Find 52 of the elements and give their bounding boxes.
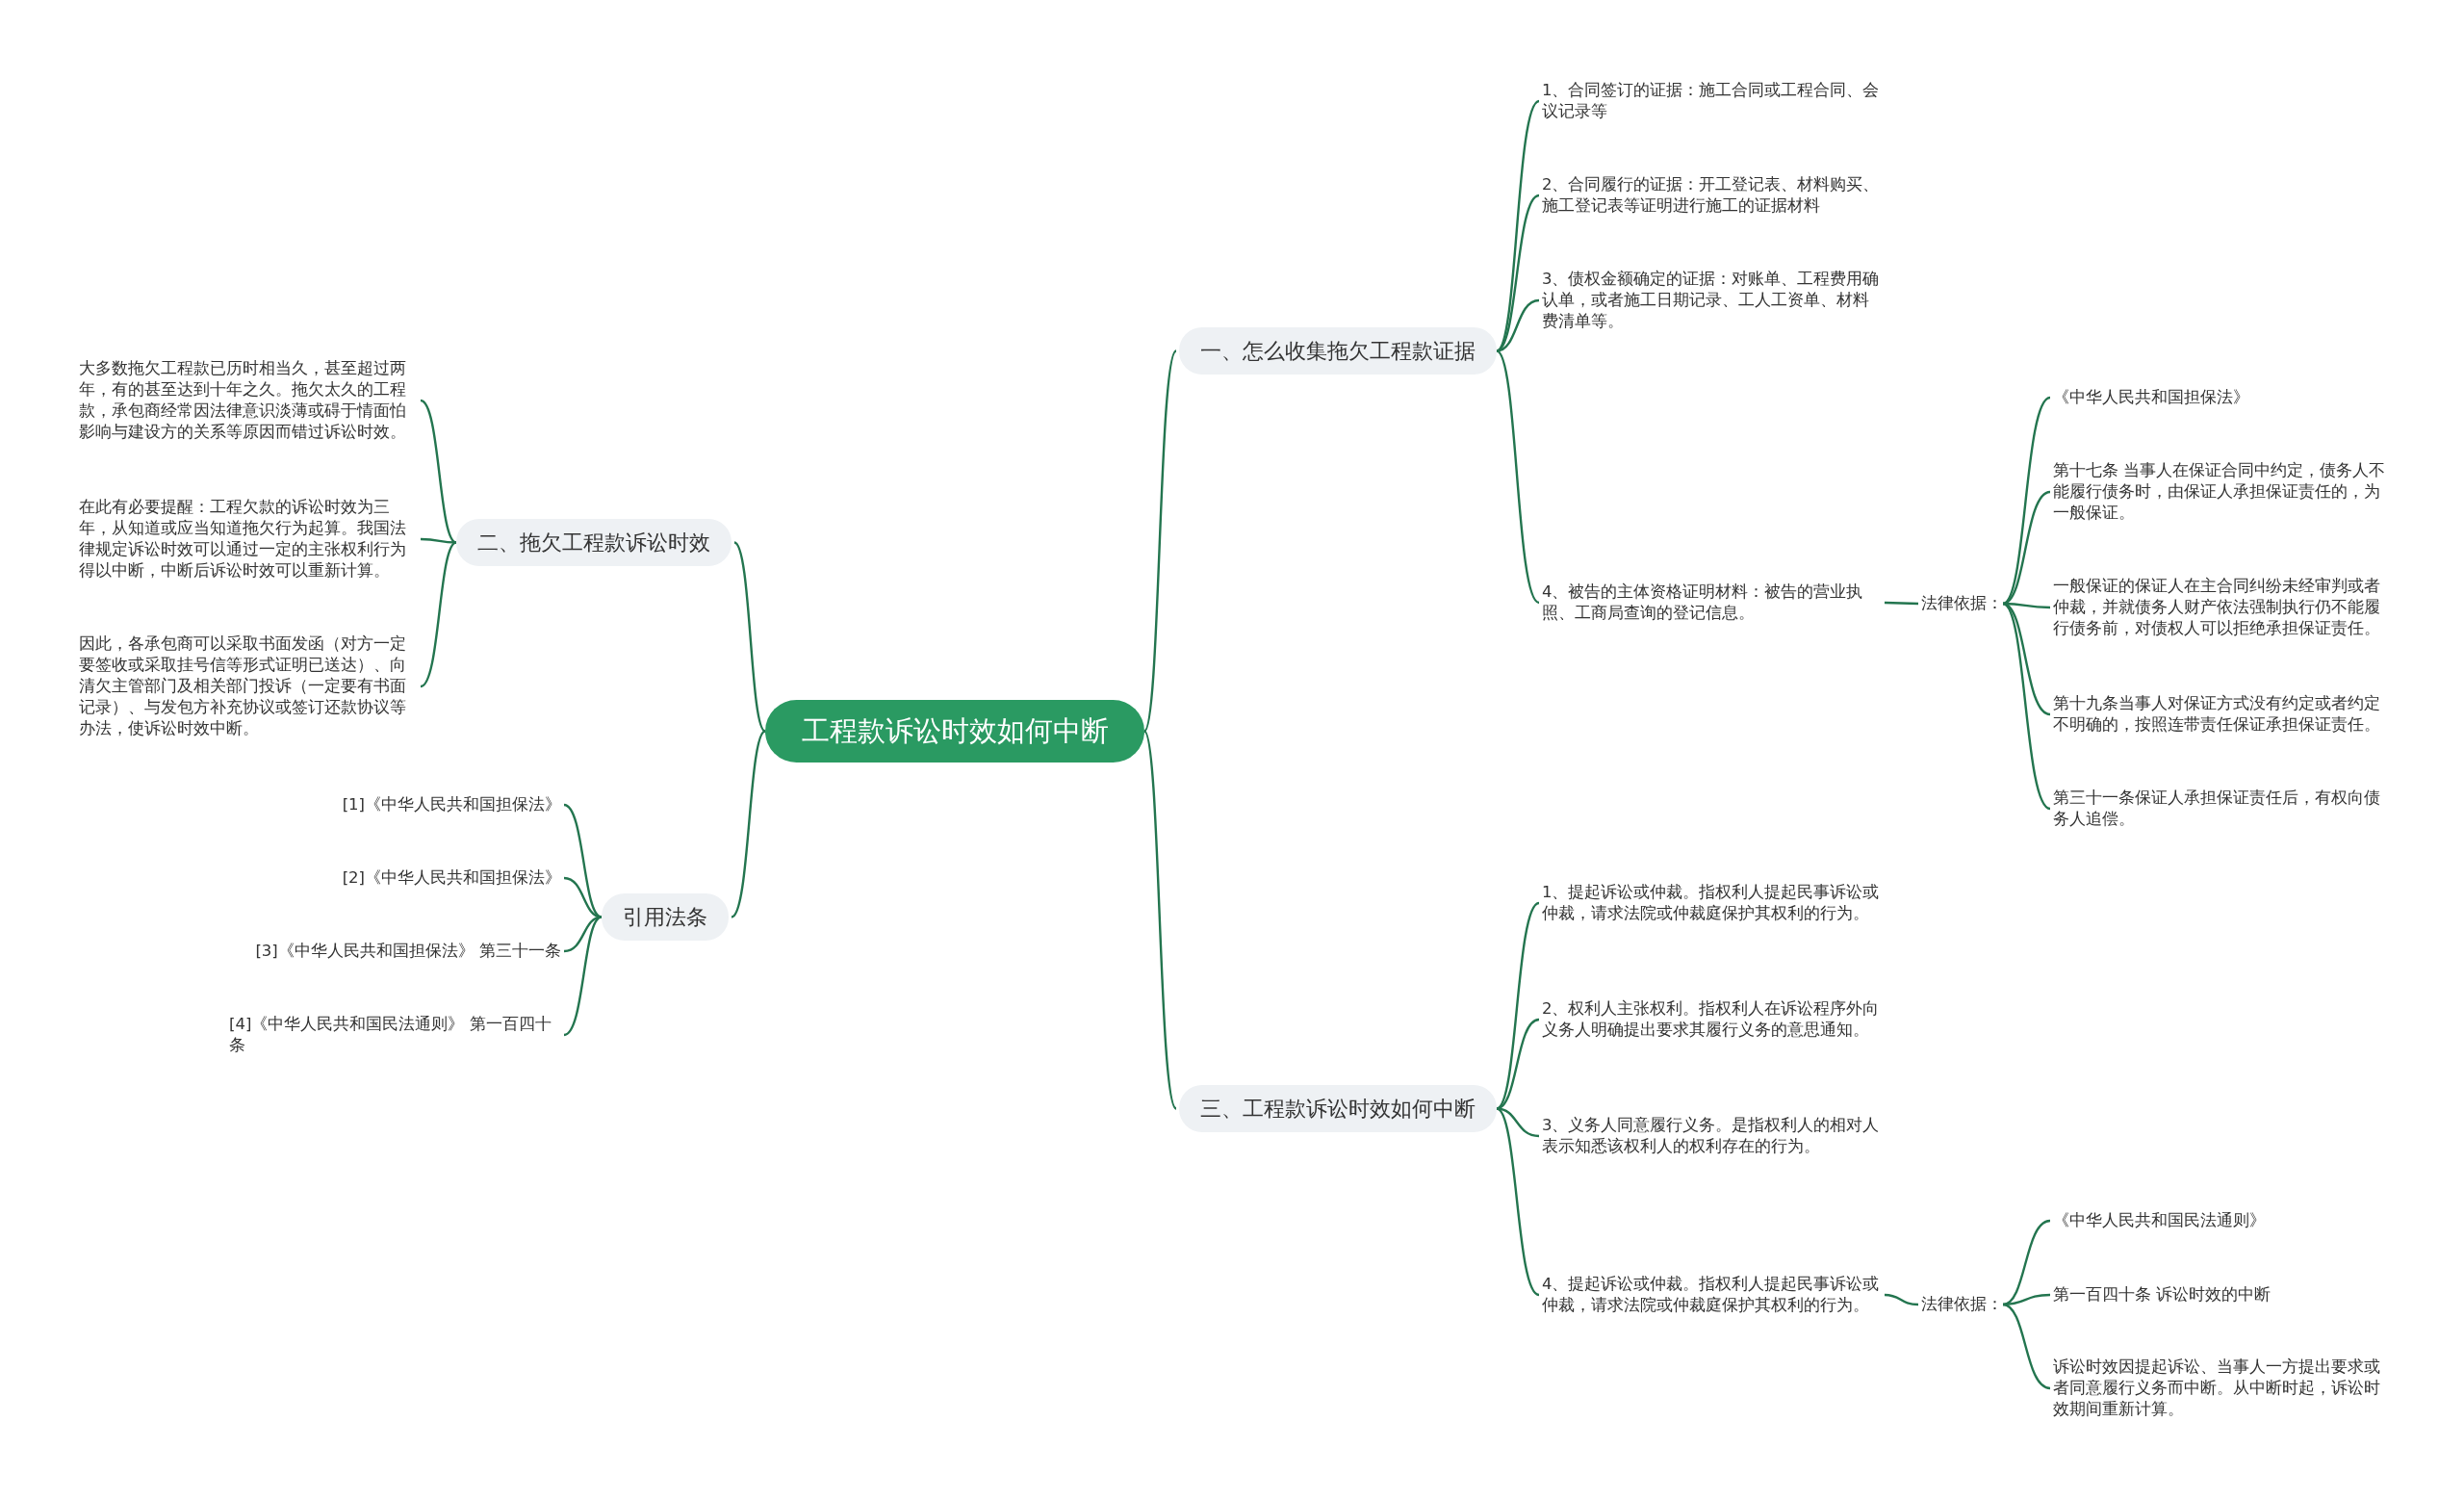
central-topic-box: 工程款诉讼时效如何中断 (765, 700, 1144, 762)
note-text: [4]《中华人民共和国民法通则》 第一百四十条 (229, 1014, 561, 1056)
connector-line (2002, 1303, 2051, 1390)
note-text: 第十九条当事人对保证方式没有约定或者约定不明确的，按照连带责任保证承担保证责任。 (2053, 693, 2395, 736)
note-text: 第十七条 当事人在保证合同中约定，债务人不能履行债务时，由保证人承担保证责任的，为一般保证。 (2053, 460, 2395, 524)
connector-line (1142, 349, 1178, 733)
note-text: [1]《中华人民共和国担保法》 (224, 794, 561, 815)
label-text: 法律依据： (1921, 1294, 2003, 1315)
connector-line (563, 916, 603, 1037)
connector-line (1142, 730, 1178, 1110)
note-text: [2]《中华人民共和国担保法》 (224, 867, 561, 889)
connector-line (1884, 1293, 1919, 1306)
note-text: [3]《中华人民共和国担保法》 第三十一条 (224, 941, 561, 962)
note-text: 3、债权金额确定的证据：对账单、工程费用确认单，或者施工日期记录、工人工资单、材料费清单等。 (1542, 269, 1885, 332)
connector-line (733, 541, 766, 733)
connector-line (2002, 397, 2051, 605)
note-text: 在此有必要提醒：工程欠款的诉讼时效为三年，从知道或应当知道拖欠行为起算。我国法律规定诉讼时效可以通过一定的主张权利行为得以中断，中断后诉讼时效可以重新计算。 (79, 497, 418, 582)
connector-line (420, 400, 457, 544)
connector-line (1496, 1107, 1540, 1296)
note-text: 第三十一条保证人承担保证责任后，有权向债务人追偿。 (2053, 788, 2395, 830)
note-text: 一般保证的保证人在主合同纠纷未经审判或者仲裁，并就债务人财产依法强制执行仍不能履行债务前，对债权人可以拒绝承担保证责任。 (2053, 576, 2395, 639)
note-text: 《中华人民共和国民法通则》 (2053, 1210, 2395, 1231)
topic-box: 引用法条 (602, 893, 729, 941)
connector-line (2002, 603, 2051, 810)
connector-line (2002, 602, 2051, 716)
note-text: 2、合同履行的证据：开工登记表、材料购买、施工登记表等证明进行施工的证据材料 (1542, 174, 1885, 217)
connector-line (1496, 902, 1540, 1110)
note-text: 4、被告的主体资格证明材料：被告的营业执照、工商局查询的登记信息。 (1542, 582, 1885, 624)
topic-box: 一、怎么收集拖欠工程款证据 (1179, 327, 1497, 375)
note-text: 诉讼时效因提起诉讼、当事人一方提出要求或者同意履行义务而中断。从中断时起，诉讼时效期间重新计算。 (2053, 1357, 2395, 1420)
note-text: 1、合同签订的证据：施工合同或工程合同、会议记录等 (1542, 80, 1885, 122)
connector-line (1496, 349, 1540, 604)
note-text: 因此，各承包商可以采取书面发函（对方一定要签收或采取挂号信等形式证明已送达）、向清欠主管部门及相关部门投诉（一定要有书面记录）、与发包方补充协议或签订还款协议等办法，使诉讼时效中断。 (79, 633, 418, 739)
note-text: 《中华人民共和国担保法》 (2053, 387, 2395, 408)
note-text: 1、提起诉讼或仲裁。指权利人提起民事诉讼或仲裁，请求法院或仲裁庭保护其权利的行为。 (1542, 882, 1885, 924)
connector-line (1496, 298, 1540, 352)
note-text: 4、提起诉讼或仲裁。指权利人提起民事诉讼或仲裁，请求法院或仲裁庭保护其权利的行为。 (1542, 1274, 1885, 1316)
topic-box: 三、工程款诉讼时效如何中断 (1179, 1085, 1497, 1132)
connector-line (1496, 194, 1540, 352)
connector-line (731, 730, 766, 918)
note-text: 3、义务人同意履行义务。是指权利人的相对人表示知悉该权利人的权利存在的行为。 (1542, 1115, 1885, 1157)
note-text: 2、权利人主张权利。指权利人在诉讼程序外向义务人明确提出要求其履行义务的意思通知。 (1542, 998, 1885, 1041)
connector-line (563, 803, 603, 918)
note-text: 第一百四十条 诉讼时效的中断 (2053, 1284, 2395, 1305)
connector-line (420, 541, 457, 687)
connector-line (1884, 601, 1919, 606)
topic-box: 二、拖欠工程款诉讼时效 (456, 519, 732, 566)
connector-line (2002, 490, 2051, 606)
note-text: 大多数拖欠工程款已历时相当久，甚至超过两年，有的甚至达到十年之久。拖欠太久的工程款，承包商经常因法律意识淡薄或碍于情面怕影响与建设方的关系等原因而错过诉讼时效。 (79, 358, 418, 443)
label-text: 法律依据： (1921, 593, 2003, 614)
connector-line (2003, 602, 2050, 609)
connector-line (2002, 1219, 2051, 1306)
